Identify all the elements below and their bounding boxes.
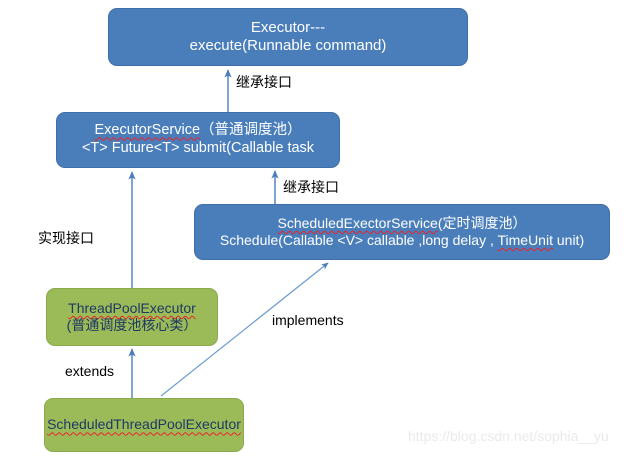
node-scheduled-executor-service-timeunit: TimeUnit xyxy=(497,232,553,248)
node-executor-service-line1: ExecutorService（普通调度池） xyxy=(94,122,301,140)
edge-label-extends: extends xyxy=(65,363,115,379)
node-executor-service-name: ExecutorService xyxy=(94,122,201,139)
watermark: https://blog.csdn.net/sophia__yu xyxy=(408,428,609,444)
node-scheduled-thread-pool-executor[interactable]: ScheduledThreadPoolExecutor xyxy=(44,398,244,452)
node-scheduled-thread-pool-executor-name: ScheduledThreadPoolExecutor xyxy=(47,416,241,433)
node-scheduled-executor-service-line1: ScheduledExectorService(定时调度池） xyxy=(278,215,527,232)
node-executor-service-note: （普通调度池） xyxy=(200,122,302,139)
node-executor-service[interactable]: ExecutorService（普通调度池） <T> Future<T> sub… xyxy=(56,112,340,168)
node-executor-line1: Executor--- xyxy=(250,18,326,36)
node-scheduled-executor-service-line2: Schedule(Callable <V> callable ,long del… xyxy=(220,232,584,249)
node-scheduled-executor-service[interactable]: ScheduledExectorService(定时调度池） Schedule(… xyxy=(194,204,610,260)
edge-label-implement-interface: 实现接口 xyxy=(38,231,94,247)
node-thread-pool-executor-note: (普通调度池核心类） xyxy=(66,317,198,333)
edge-label-inherit-interface-1: 继承接口 xyxy=(236,75,292,91)
node-scheduled-executor-service-name: ScheduledExectorService xyxy=(277,214,438,231)
node-executor-service-line2: <T> Future<T> submit(Callable task xyxy=(81,140,315,156)
node-scheduled-executor-service-sig-pre: Schedule(Callable <V> callable ,long del… xyxy=(219,232,498,248)
node-executor-line2: execute(Runnable command) xyxy=(189,37,387,54)
node-thread-pool-executor[interactable]: ThreadPoolExecutor (普通调度池核心类） xyxy=(46,288,218,346)
node-thread-pool-executor-name: ThreadPoolExecutor xyxy=(68,299,196,316)
edge-label-implements: implements xyxy=(272,312,344,328)
node-scheduled-executor-service-note: (定时调度池） xyxy=(437,214,527,231)
edge-label-inherit-interface-2: 继承接口 xyxy=(283,180,339,196)
node-executor[interactable]: Executor--- execute(Runnable command) xyxy=(108,8,468,66)
node-scheduled-executor-service-sig-post: unit) xyxy=(552,232,585,248)
